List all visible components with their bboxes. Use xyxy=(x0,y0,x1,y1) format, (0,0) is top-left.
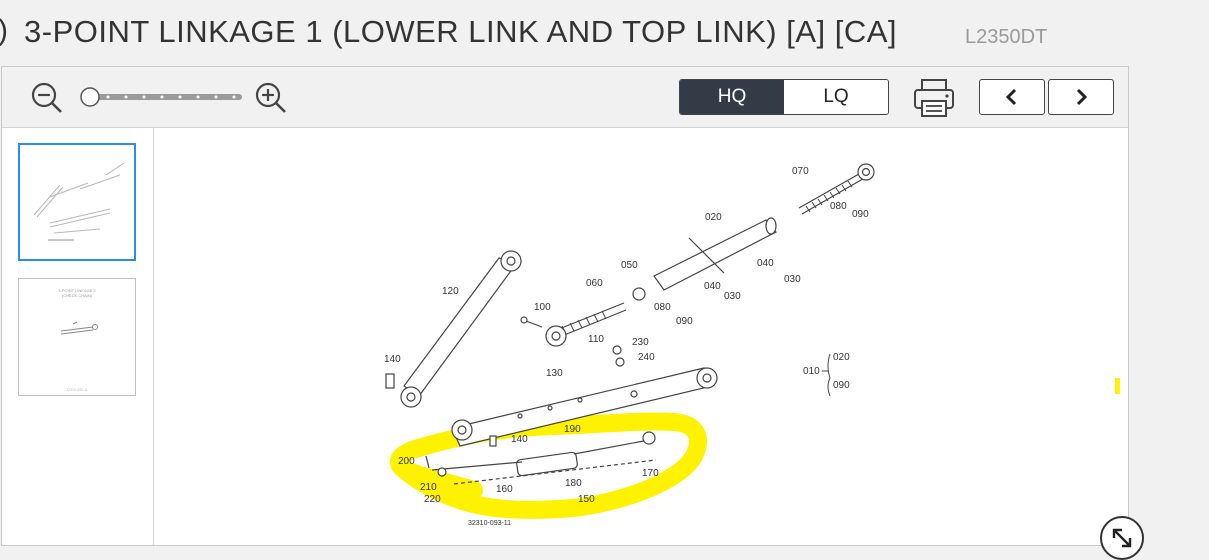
callout-label: 020 xyxy=(833,352,850,363)
thumbnail-page-1[interactable] xyxy=(18,143,136,261)
diagram-viewer: HQ LQ xyxy=(1,66,1129,546)
page-title: 3-POINT LINKAGE 1 (LOWER LINK AND TOP LI… xyxy=(24,14,898,49)
thumb2-code: 32310-093-11 xyxy=(66,388,88,392)
previous-page-button[interactable] xyxy=(979,79,1045,115)
callout-label: 080 xyxy=(654,302,671,313)
callout-label: 110 xyxy=(588,334,604,345)
lq-button[interactable]: LQ xyxy=(784,80,888,114)
callout-label: 240 xyxy=(638,352,655,363)
next-page-button[interactable] xyxy=(1048,79,1114,115)
drawing-number: 32310-093-11 xyxy=(468,520,511,527)
callout-label: 100 xyxy=(534,302,551,313)
callout-label: 040 xyxy=(704,281,721,292)
title-paren: ) xyxy=(0,14,8,48)
callout-label: 010 xyxy=(803,366,820,377)
model-label: L2350DT xyxy=(965,26,1048,48)
callout-label: 210 xyxy=(420,482,437,493)
viewer-toolbar: HQ LQ xyxy=(2,67,1128,128)
callout-label: 020 xyxy=(705,212,722,223)
thumbnail-panel: 3-POINT LINKAGE 2 (CHECK CHAIN) 32310-09… xyxy=(2,128,154,545)
zoom-slider-thumb[interactable] xyxy=(80,87,100,107)
callout-label: 090 xyxy=(852,209,869,220)
callout-label: 180 xyxy=(565,478,582,489)
zoom-out-icon[interactable] xyxy=(30,81,64,115)
callout-label: 130 xyxy=(546,368,563,379)
callout-label: 040 xyxy=(757,258,774,269)
callout-label: 060 xyxy=(586,278,603,289)
title-bar: ) 3-POINT LINKAGE 1 (LOWER LINK AND TOP … xyxy=(0,0,1209,66)
diagram-linework xyxy=(385,163,875,485)
highlight-stroke xyxy=(389,412,707,519)
chevron-left-icon xyxy=(1005,88,1017,106)
callout-bracket xyxy=(822,353,831,397)
thumb2-line-2: (CHECK CHAIN) xyxy=(62,293,93,298)
expand-icon xyxy=(1112,528,1132,548)
callout-label: 230 xyxy=(632,337,649,348)
callout-label: 160 xyxy=(496,484,513,495)
callout-label: 200 xyxy=(398,456,415,467)
thumb2-line-1: 3-POINT LINKAGE 2 xyxy=(58,288,96,293)
callout-label: 120 xyxy=(442,286,459,297)
callout-label: 090 xyxy=(676,316,693,327)
part-callouts: 070 080 090 020 040 030 050 060 040 030 … xyxy=(384,166,869,527)
callout-label: 030 xyxy=(784,274,801,285)
hq-button[interactable]: HQ xyxy=(680,80,784,114)
print-icon[interactable] xyxy=(912,77,956,119)
callout-label: 030 xyxy=(724,291,741,302)
zoom-slider[interactable] xyxy=(80,85,244,109)
thumbnail-page-2[interactable]: 3-POINT LINKAGE 2 (CHECK CHAIN) 32310-09… xyxy=(18,278,136,396)
highlight-mark xyxy=(1115,378,1120,394)
callout-label: 070 xyxy=(792,166,809,177)
callout-label: 140 xyxy=(384,354,401,365)
callout-label: 220 xyxy=(424,494,441,505)
chevron-right-icon xyxy=(1076,88,1088,106)
callout-label: 140 xyxy=(511,434,528,445)
callout-label: 080 xyxy=(830,201,847,212)
callout-label: 150 xyxy=(578,494,595,505)
parts-diagram[interactable]: 070 080 090 020 040 030 050 060 040 030 … xyxy=(154,128,1128,545)
callout-label: 170 xyxy=(642,468,659,479)
expand-button[interactable] xyxy=(1100,516,1144,560)
callout-label: 090 xyxy=(833,380,850,391)
quality-toggle: HQ LQ xyxy=(679,79,889,115)
callout-label: 190 xyxy=(564,424,581,435)
callout-label: 050 xyxy=(621,260,638,271)
zoom-in-icon[interactable] xyxy=(254,81,288,115)
